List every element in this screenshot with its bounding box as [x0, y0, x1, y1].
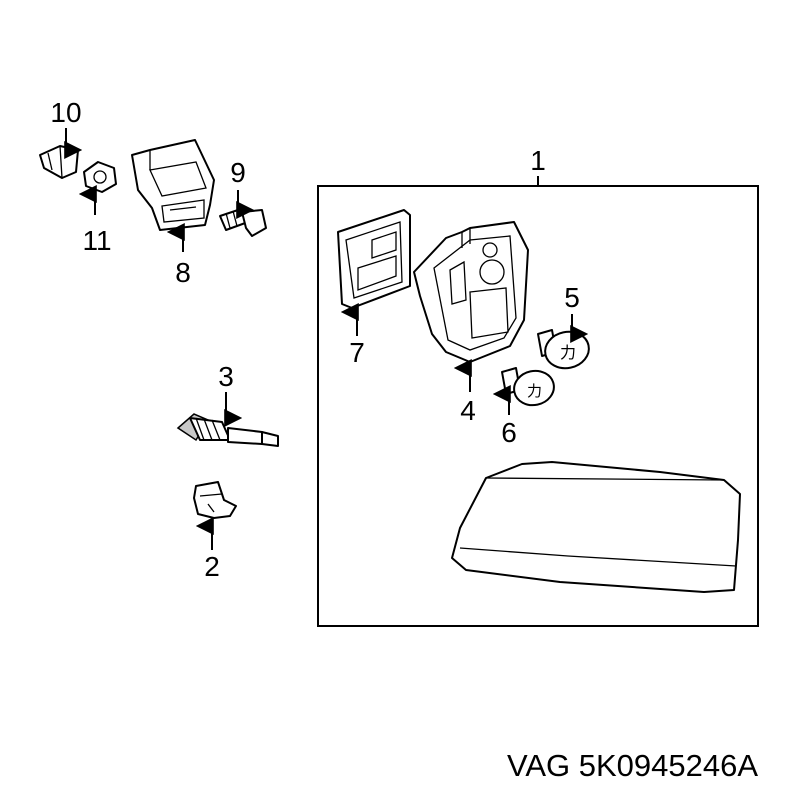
callout-10: 10 [50, 97, 81, 128]
callout-5: 5 [564, 282, 580, 313]
part-6-bulb: 力 [501, 367, 555, 407]
part-4-bulb-carrier [413, 221, 529, 363]
callout-3: 3 [218, 361, 234, 392]
callout-7: 7 [349, 337, 365, 368]
part-8-bracket [131, 139, 215, 231]
part-7-gasket [337, 209, 411, 309]
part-2-clip [193, 481, 237, 519]
svg-text:力: 力 [527, 382, 542, 400]
part-10-rivet [39, 145, 79, 179]
part-11-nut [83, 161, 117, 193]
part-3-harness [176, 413, 279, 447]
tail-lamp-lens [451, 461, 741, 593]
part-number-caption: VAG 5K0945246A [507, 748, 758, 783]
part-9-bolt [219, 207, 267, 237]
callout-8: 8 [175, 257, 191, 288]
callout-11: 11 [82, 225, 111, 256]
callout-2: 2 [204, 551, 220, 582]
callout-9: 9 [230, 157, 246, 188]
callout-1: 1 [530, 145, 546, 176]
part-5-bulb: 力 [537, 329, 590, 370]
svg-text:力: 力 [560, 343, 576, 362]
callout-6: 6 [501, 417, 517, 448]
callout-4: 4 [460, 395, 476, 426]
